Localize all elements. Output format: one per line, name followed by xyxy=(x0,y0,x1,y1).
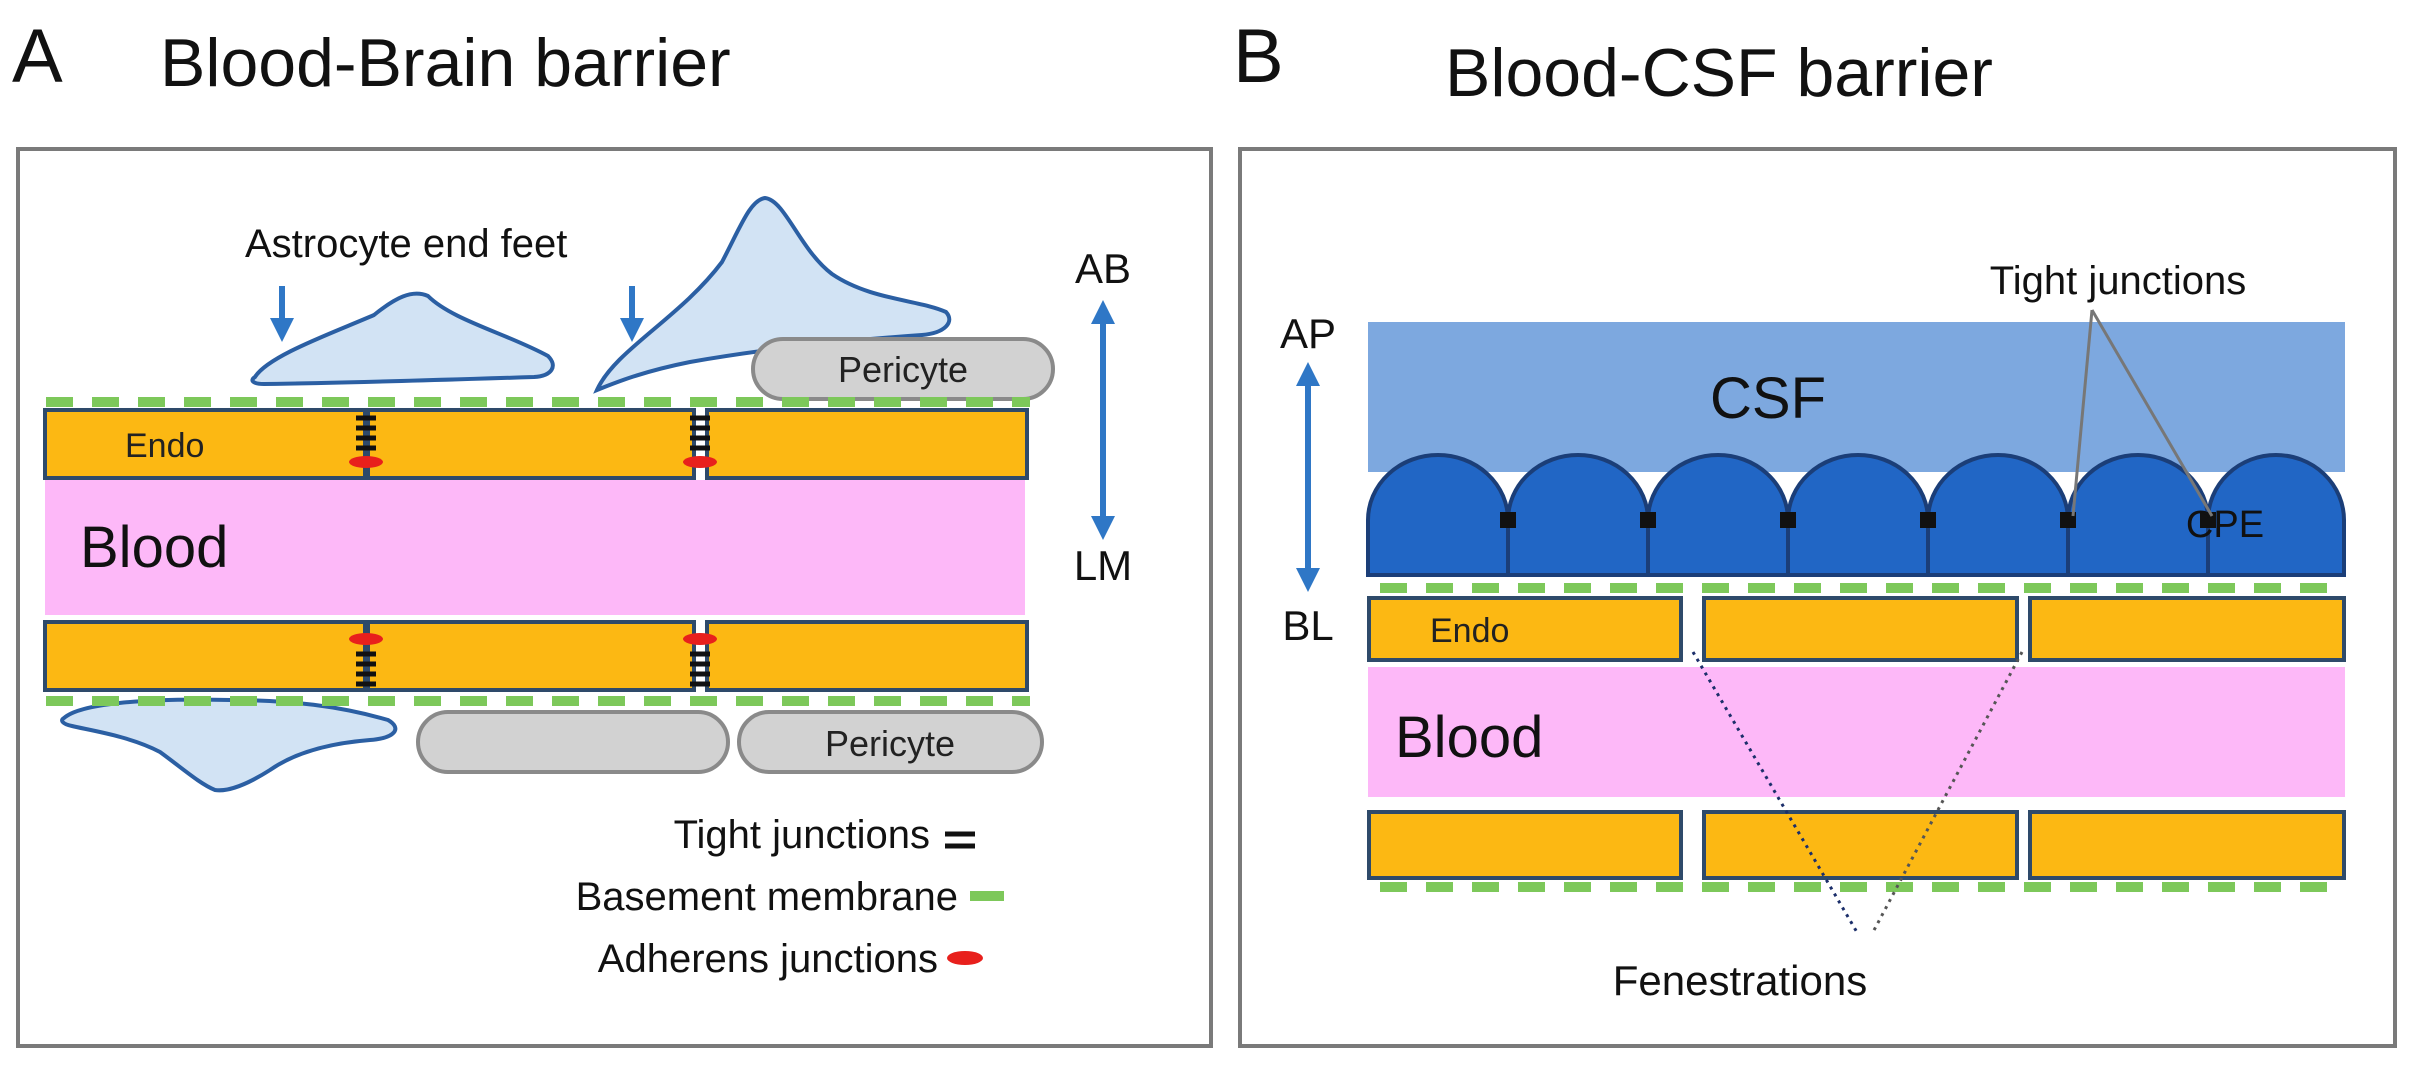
legend-basement-label: Basement membrane xyxy=(576,875,958,919)
basement-membrane-b-bottom xyxy=(1368,882,2345,892)
basement-membrane-b-top xyxy=(1368,583,2345,593)
pericyte-bottom-left xyxy=(416,710,730,774)
panel-a: A Blood-Brain barrier Astrocyte end feet… xyxy=(12,14,1213,1048)
adherens-junction-a-2 xyxy=(683,456,717,468)
endo-cell-b-bottom-1 xyxy=(1367,810,1683,880)
fenestration-pointer-2 xyxy=(1870,651,2024,935)
tight-junction-a-3 xyxy=(356,651,376,687)
endo-cell-b-top-1 xyxy=(1367,596,1683,662)
endo-cell-a-bottom-3 xyxy=(705,620,1029,692)
basement-membrane-a-bottom xyxy=(45,696,1030,706)
fenestrations-label: Fenestrations xyxy=(1613,957,1867,1004)
legend-basement-swatch xyxy=(970,891,1004,901)
panel-b-title: Blood-CSF barrier xyxy=(1445,35,1993,111)
legend-tight-label: Tight junctions xyxy=(674,813,930,857)
endo-cell-b-top-2 xyxy=(1702,596,2019,662)
basement-membrane-a-top xyxy=(45,397,1030,407)
fenestration-pointer-1 xyxy=(1691,651,1860,935)
astrocyte-foot-2 xyxy=(593,195,952,394)
adherens-junction-a-1 xyxy=(349,456,383,468)
endo-cell-a-bottom-2 xyxy=(366,620,696,692)
legend-adherens-swatch xyxy=(947,951,983,965)
blood-lumen-b xyxy=(1368,667,2345,797)
panel-b: B Blood-CSF barrier CSF CPE Tight juncti… xyxy=(1233,14,2397,1048)
bl-label: BL xyxy=(1282,602,1333,649)
blood-lumen-a xyxy=(45,480,1025,615)
tight-junction-pointer-1 xyxy=(2071,309,2094,517)
ab-label: AB xyxy=(1075,245,1131,292)
blood-label-a: Blood xyxy=(80,515,228,580)
legend-adherens-label: Adherens junctions xyxy=(598,937,938,981)
lm-label: LM xyxy=(1074,542,1132,589)
panel-b-letter: B xyxy=(1233,14,1284,99)
endo-label-b: Endo xyxy=(1430,612,1509,650)
ap-label: AP xyxy=(1280,310,1336,357)
endo-cell-b-bottom-3 xyxy=(2028,810,2346,880)
endo-cell-b-top-3 xyxy=(2028,596,2346,662)
legend-a: Tight junctions Basement membrane Adhere… xyxy=(576,813,1004,981)
endo-cell-b-bottom-2 xyxy=(1702,810,2019,880)
cpe-layer xyxy=(1366,453,2346,577)
pericyte-bottom-right xyxy=(737,710,1044,774)
tight-junction-a-2 xyxy=(690,415,710,451)
adherens-junction-a-3 xyxy=(349,633,383,645)
endo-label-a: Endo xyxy=(125,427,204,465)
tight-junction-a-1 xyxy=(356,415,376,451)
endo-cell-a-top-1 xyxy=(43,408,367,480)
cpe-label: CPE xyxy=(2186,504,2264,546)
adherens-junction-a-4 xyxy=(683,633,717,645)
panel-a-title: Blood-Brain barrier xyxy=(160,25,731,101)
tight-junction-pointer-2 xyxy=(2090,309,2214,517)
cpe-cell-borders xyxy=(1506,520,2210,575)
endo-cell-a-top-3 xyxy=(705,408,1029,480)
pericyte-top-label: Pericyte xyxy=(838,349,968,390)
csf-label: CSF xyxy=(1710,366,1826,431)
astrocyte-foot-1 xyxy=(250,291,555,387)
astrocyte-label: Astrocyte end feet xyxy=(245,222,567,266)
tight-junction-a-4 xyxy=(690,651,710,687)
endo-cell-a-bottom-1 xyxy=(43,620,367,692)
pericyte-bottom-label: Pericyte xyxy=(825,723,955,764)
legend-tight-swatch xyxy=(945,831,975,849)
csf-region xyxy=(1368,322,2345,472)
tight-junctions-label-b: Tight junctions xyxy=(1990,259,2246,303)
panel-a-letter: A xyxy=(12,14,63,99)
endo-cell-a-top-2 xyxy=(366,408,696,480)
blood-label-b: Blood xyxy=(1395,705,1543,770)
